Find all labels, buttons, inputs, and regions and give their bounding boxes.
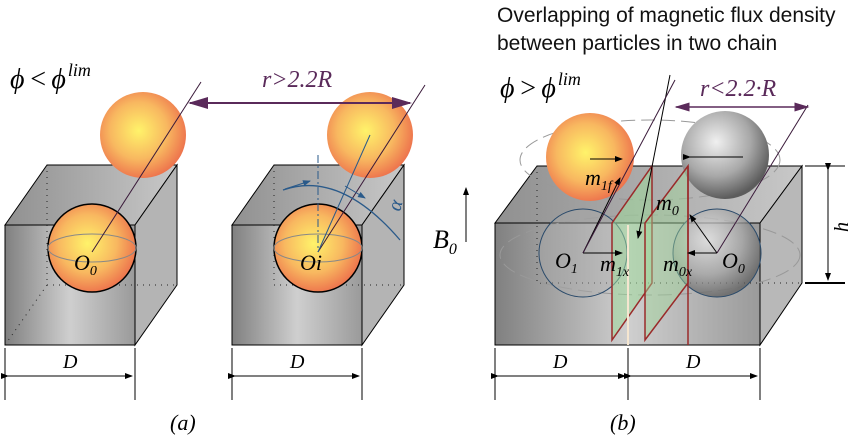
dim-label: D (62, 351, 78, 373)
label-b0: B0 (433, 225, 457, 258)
dim-label: D (289, 351, 305, 373)
label-o0: O0 (74, 250, 97, 279)
chain-axis (91, 81, 202, 253)
vectors (582, 74, 809, 256)
caption-a: (a) (170, 410, 196, 435)
equator (273, 233, 363, 263)
label-m0: m0 (656, 190, 679, 219)
arrow-icon (344, 185, 366, 199)
label-m0x: m0x (663, 251, 693, 280)
label-h: h (831, 222, 853, 232)
chain-axis (317, 84, 426, 253)
caption-b: (b) (610, 410, 636, 435)
label-m1x: m1x (600, 251, 630, 280)
dimension-h (805, 163, 845, 284)
angle-arc (282, 184, 401, 241)
dimension-d-right (228, 348, 363, 400)
dim-label: D (685, 351, 701, 373)
equator (47, 233, 137, 263)
dimension-d-b (491, 348, 761, 400)
arrow-icon (284, 180, 311, 190)
distance-label-b: r<2.2·R (700, 76, 777, 102)
dim-label: D (552, 351, 568, 373)
title-line-1: Overlapping of magnetic flux density (497, 4, 836, 27)
label-oi: Oi (300, 250, 322, 275)
particle-upper-left (100, 92, 186, 178)
particle-m0 (681, 111, 769, 199)
label-o1: O1 (555, 248, 578, 277)
distance-label-a: r>2.2R (262, 67, 333, 93)
particle-m1 (546, 113, 634, 201)
label-o0: O0 (722, 248, 745, 277)
overlap-plates (611, 163, 689, 345)
label-m1: m1f (585, 165, 614, 194)
dimension-d-left (1, 348, 136, 400)
title-line-2: between particles in two chain (497, 32, 777, 55)
